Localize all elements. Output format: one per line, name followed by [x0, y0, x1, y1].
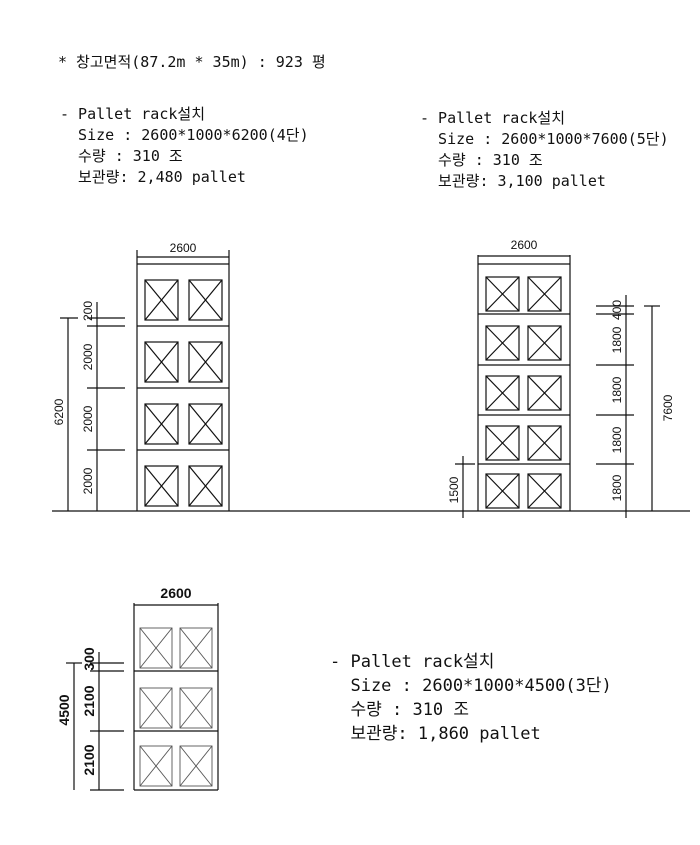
- spec-heading: - Pallet rack설치: [420, 109, 566, 127]
- dim-total-label: 7600: [661, 394, 675, 421]
- rack-drawing-3tier: [66, 603, 219, 791]
- dim-tier-label: 2100: [81, 685, 97, 716]
- dim-tier-label: 2000: [81, 467, 95, 494]
- dim-tier-label: 1800: [610, 426, 624, 453]
- spec-size: Size : 2600*1000*6200(4단): [60, 126, 309, 144]
- spec-block-rack-4tier: - Pallet rack설치 Size : 2600*1000*6200(4단…: [60, 104, 309, 188]
- spec-block-rack-5tier: - Pallet rack설치 Size : 2600*1000*7600(5단…: [420, 108, 669, 192]
- rack-drawing-5tier: [455, 255, 660, 518]
- rack-drawing-4tier: [60, 250, 230, 511]
- dim-tier-label: 1800: [610, 326, 624, 353]
- dim-tier-label: 1800: [610, 376, 624, 403]
- spec-quantity: 수량 : 310 조: [420, 151, 543, 169]
- dim-top-label: 300: [81, 647, 97, 671]
- dim-tier-label: 2100: [81, 744, 97, 775]
- dim-top-label: 400: [610, 300, 624, 320]
- dim-tier-label: 2000: [81, 405, 95, 432]
- dim-total-label: 6200: [52, 398, 66, 425]
- dim-width-label: 2600: [160, 585, 191, 601]
- spec-capacity: 보관량: 1,860 pallet: [330, 724, 541, 744]
- dim-width-label: 2600: [170, 241, 197, 255]
- page-title: * 창고면적(87.2m * 35m) : 923 평: [58, 53, 326, 71]
- dim-base-label: 1500: [447, 476, 461, 503]
- spec-quantity: 수량 : 310 조: [330, 700, 470, 720]
- spec-heading: - Pallet rack설치: [60, 105, 206, 123]
- spec-quantity: 수량 : 310 조: [60, 147, 183, 165]
- spec-heading: - Pallet rack설치: [330, 652, 495, 672]
- spec-capacity: 보관량: 3,100 pallet: [420, 172, 606, 190]
- dim-top-label: 200: [81, 301, 95, 321]
- spec-block-rack-3tier: - Pallet rack설치 Size : 2600*1000*4500(3단…: [330, 650, 612, 746]
- dim-tier-label: 1800: [610, 474, 624, 501]
- spec-size: Size : 2600*1000*7600(5단): [420, 130, 669, 148]
- spec-size: Size : 2600*1000*4500(3단): [330, 676, 612, 696]
- dim-width-label: 2600: [511, 238, 538, 252]
- spec-capacity: 보관량: 2,480 pallet: [60, 168, 246, 186]
- dim-total-label: 4500: [56, 694, 72, 725]
- dim-tier-label: 2000: [81, 343, 95, 370]
